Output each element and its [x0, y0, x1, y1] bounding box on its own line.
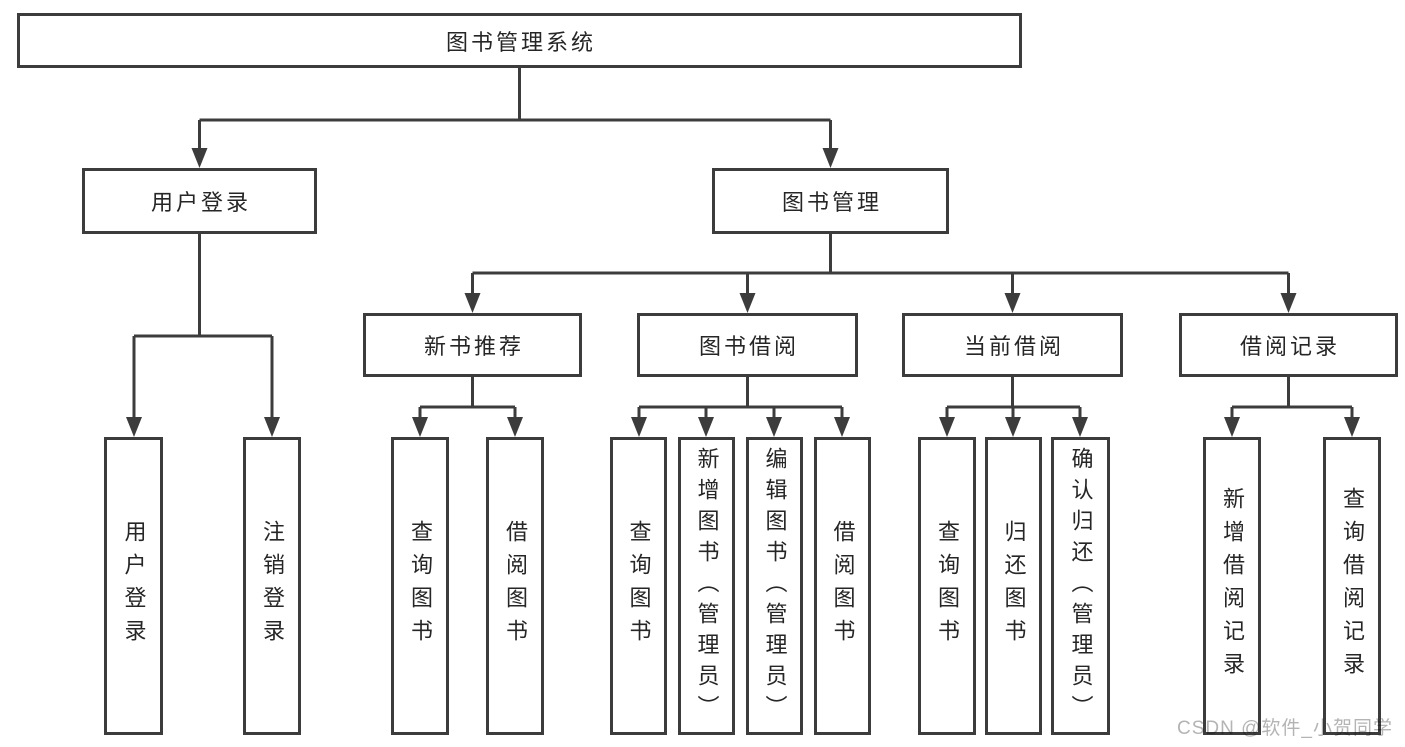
leaf-query-books-borrowing: 查询图书 [610, 437, 667, 735]
arrowheads [126, 148, 1360, 437]
leaf-borrow-books: 借阅图书 [814, 437, 871, 735]
leaf-add-borrow-record: 新增借阅记录 [1203, 437, 1261, 735]
arrowhead-icon [126, 417, 142, 437]
leaf-query-books-current: 查询图书 [918, 437, 976, 735]
leaf-label: 查询借阅记录 [1340, 487, 1365, 685]
arrowhead-icon [1280, 293, 1297, 313]
edge-book-management-to-level2 [471, 234, 1290, 295]
node-current-borrowing: 当前借阅 [902, 313, 1123, 377]
leaf-label: 编辑图书（管理员） [762, 446, 788, 726]
arrowhead-icon [264, 417, 280, 437]
leaf-label: 新增借阅记录 [1220, 487, 1245, 685]
arrowhead-icon [1224, 417, 1240, 437]
leaf-label: 确认归还（管理员） [1068, 446, 1094, 726]
leaf-label: 借阅图书 [503, 520, 528, 652]
leaf-label: 查询图书 [626, 520, 652, 652]
node-label: 借阅记录 [1239, 334, 1340, 359]
leaf-user-login: 用户登录 [104, 437, 163, 735]
edge-new-book-recommend-to-leaves [418, 377, 517, 419]
leaf-logout: 注销登录 [243, 437, 301, 735]
edge-current-borrowing-to-leaves [945, 377, 1082, 419]
node-book-borrowing: 图书借阅 [637, 313, 858, 377]
leaf-edit-books-admin: 编辑图书（管理员） [746, 437, 803, 735]
arrowhead-icon [464, 293, 481, 313]
arrowhead-icon [939, 417, 955, 437]
node-label: 用户登录 [150, 190, 251, 215]
node-library-management-system: 图书管理系统 [17, 13, 1022, 68]
arrowhead-icon [698, 417, 714, 437]
node-borrowing-records: 借阅记录 [1179, 313, 1398, 377]
edge-user-login-to-leaves [132, 234, 274, 419]
arrowhead-icon [1005, 417, 1021, 437]
node-label: 图书管理 [781, 190, 882, 215]
arrowhead-icon [1004, 293, 1021, 313]
node-book-management: 图书管理 [712, 168, 949, 234]
arrowhead-icon [834, 417, 850, 437]
leaf-label: 归还图书 [1001, 520, 1027, 652]
node-label: 图书管理系统 [445, 29, 596, 55]
leaf-borrow-books-recommend: 借阅图书 [486, 437, 544, 735]
leaf-label: 借阅图书 [830, 520, 856, 652]
edge-book-borrowing-to-leaves [637, 377, 844, 419]
node-label: 当前借阅 [963, 334, 1064, 359]
arrowhead-icon [412, 417, 428, 437]
csdn-watermark: CSDN @软件_小贺同学 [1177, 718, 1393, 739]
node-label: 新书推荐 [423, 334, 524, 359]
node-label: 图书借阅 [698, 334, 799, 359]
arrowhead-icon [631, 417, 647, 437]
leaf-label: 查询图书 [935, 520, 960, 652]
leaf-label: 注销登录 [260, 520, 285, 652]
arrowhead-icon [1072, 417, 1088, 437]
arrowhead-icon [822, 148, 839, 168]
leaf-confirm-return-admin: 确认归还（管理员） [1051, 437, 1110, 735]
node-user-login: 用户登录 [82, 168, 317, 234]
leaf-label: 查询图书 [408, 520, 433, 652]
leaf-return-books: 归还图书 [985, 437, 1042, 735]
arrowhead-icon [191, 148, 208, 168]
leaf-add-books-admin: 新增图书（管理员） [678, 437, 735, 735]
arrowhead-icon [507, 417, 523, 437]
leaf-label: 用户登录 [121, 520, 147, 652]
leaf-query-borrow-record: 查询借阅记录 [1323, 437, 1381, 735]
edge-root-to-level1 [198, 68, 832, 150]
leaf-label: 新增图书（管理员） [694, 446, 720, 726]
edge-borrowing-records-to-leaves [1230, 377, 1354, 419]
connector-edges [132, 68, 1354, 419]
node-new-book-recommend: 新书推荐 [363, 313, 582, 377]
arrowhead-icon [766, 417, 782, 437]
arrowhead-icon [739, 293, 756, 313]
arrowhead-icon [1344, 417, 1360, 437]
leaf-query-books-recommend: 查询图书 [391, 437, 449, 735]
